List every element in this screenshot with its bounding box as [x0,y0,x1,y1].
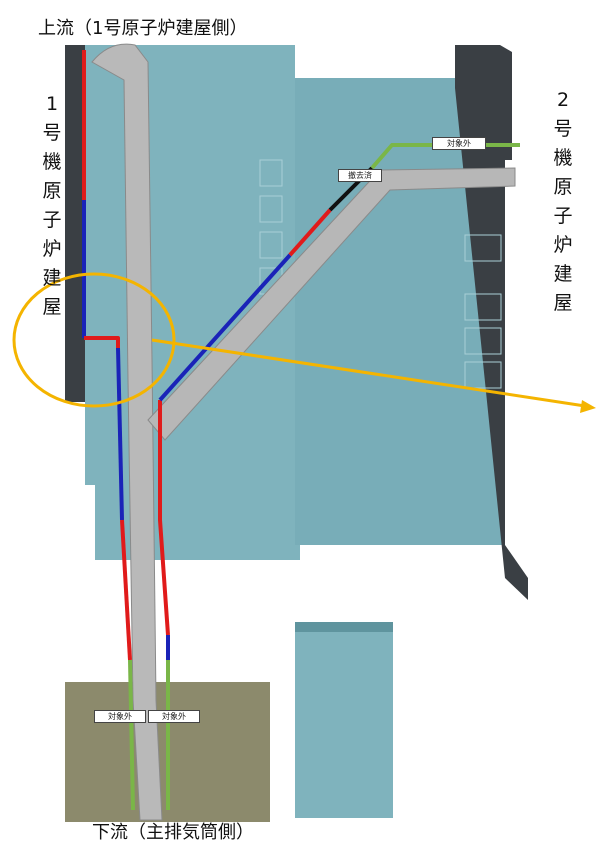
focus-highlight [12,272,176,408]
tag-out-of-scope-bottom-left: 対象外 [94,710,146,723]
downstream-label: 下流（主排気筒側） [92,822,254,843]
unit1-char: 1 [45,93,59,115]
unit1-char: 子 [42,209,62,231]
unit2-char: 機 [553,147,573,169]
tag-removed: 撤去済 [338,169,382,182]
unit2-char: 炉 [553,234,573,256]
upstream-label: 上流（1号原子炉建屋側） [38,18,248,39]
unit2-char: 子 [553,205,573,227]
unit1-building-label: 1 号 機 原 子 炉 建 屋 [40,90,64,322]
tag-out-of-scope-bottom-right: 対象外 [148,710,200,723]
unit2-char: 原 [553,176,573,198]
unit1-char: 建 [42,267,62,289]
unit2-building-label: 2 号 機 原 子 炉 建 屋 [551,86,575,318]
focus-arrowhead [580,400,596,413]
unit2-char: 建 [553,263,573,285]
status-lines [82,50,520,811]
unit1-char: 屋 [42,296,62,318]
unit2-char: 2 [556,89,570,111]
unit2-char: 号 [553,118,573,140]
lower-building-top [295,622,393,632]
unit1-char: 機 [42,151,62,173]
unit1-char: 号 [42,122,62,144]
unit2-char: 屋 [553,292,573,314]
unit1-char: 炉 [42,238,62,260]
lower-building-block [295,622,393,818]
unit1-building-wall [65,45,85,402]
unit1-char: 原 [42,180,62,202]
tag-out-of-scope-top: 対象外 [432,137,486,150]
focus-arrow [151,338,586,408]
